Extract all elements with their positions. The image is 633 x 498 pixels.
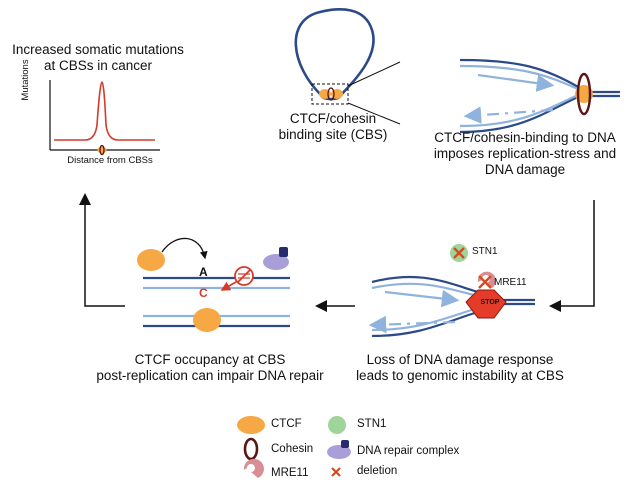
displacement-arrow [161,237,208,260]
flow-arrow-left-up [79,193,125,307]
repair-complex [263,254,289,270]
legend-ctcf: CTCF [271,418,302,430]
ctcf-displaced [137,249,165,271]
stalled-fork [368,244,535,338]
top-right-caption-line1: CTCF/cohesin-binding to DNA [434,130,616,145]
bottom-left-caption-line2: post-replication can impair DNA repair [96,368,324,384]
bottom-right-caption: Loss of DNA damage response leads to gen… [350,352,570,384]
mutation-plot [49,80,160,156]
stn1-label: STN1 [472,246,498,257]
base-c: C [199,286,208,300]
zoom-line-bottom [347,102,401,125]
legend-mre11: MRE11 [271,467,309,479]
top-left-title-line1: Increased somatic mutations [12,42,184,57]
legend-cohesin-icon [243,437,259,461]
top-left-title-line2: at CBSs in cancer [43,58,153,74]
bottom-right-caption-line2: leads to genomic instability at CBS [356,368,564,384]
top-right-caption: CTCF/cohesin-binding to DNA imposes repl… [420,130,630,179]
ctcf-on-fork [575,85,593,103]
mre11-label: MRE11 [494,277,527,288]
replication-fork-top [459,58,620,134]
bottom-left-caption: CTCF occupancy at CBS post-replication c… [95,352,325,384]
plot-y-label: Mutations [20,59,31,101]
legend-repair-icon [327,445,351,459]
zoom-line-top [347,61,401,87]
mre11-deletion-x [478,275,492,289]
legend-stn1: STN1 [357,418,387,430]
dna-loop [294,8,401,125]
top-right-caption-line3: DNA damage [484,162,566,178]
cohesin-on-fork [576,72,592,116]
mutation-curve [54,81,155,141]
legend-glyphs [237,416,351,478]
legend-stn1-icon [328,416,346,434]
legend-ctcf-icon [237,416,265,434]
repair-panel [137,237,290,332]
bottom-left-caption-line1: CTCF occupancy at CBS [134,352,286,367]
legend-dna-repair-complex: DNA repair complex [357,445,460,457]
flow-arrow-right-down [549,200,595,312]
bottom-right-caption-line1: Loss of DNA damage response [366,352,554,367]
top-right-caption-line2: imposes replication-stress and [433,146,617,162]
ctcf-marker [97,146,107,154]
mre11-blob [477,271,496,288]
ctcf-on-dna [193,308,221,332]
stop-label: STOP [480,299,500,306]
stop-sign [465,289,507,319]
legend-deletion-icon [331,467,341,477]
base-a: A [199,265,208,279]
top-center-caption-line2: binding site (CBS) [278,127,388,143]
legend-deletion: deletion [357,465,398,477]
plot-x-label: Distance from CBSs [67,155,153,166]
stn1-deletion-x [453,247,465,259]
top-center-caption-line1: CTCF/cohesin [289,111,377,126]
top-center-caption: CTCF/cohesin binding site (CBS) [268,111,398,143]
top-left-title: Increased somatic mutations at CBSs in c… [8,42,188,74]
legend-mre11-icon [243,458,264,478]
cbs-box [311,83,349,105]
cohesin-marker [99,144,105,156]
legend-cohesin: Cohesin [271,443,314,455]
